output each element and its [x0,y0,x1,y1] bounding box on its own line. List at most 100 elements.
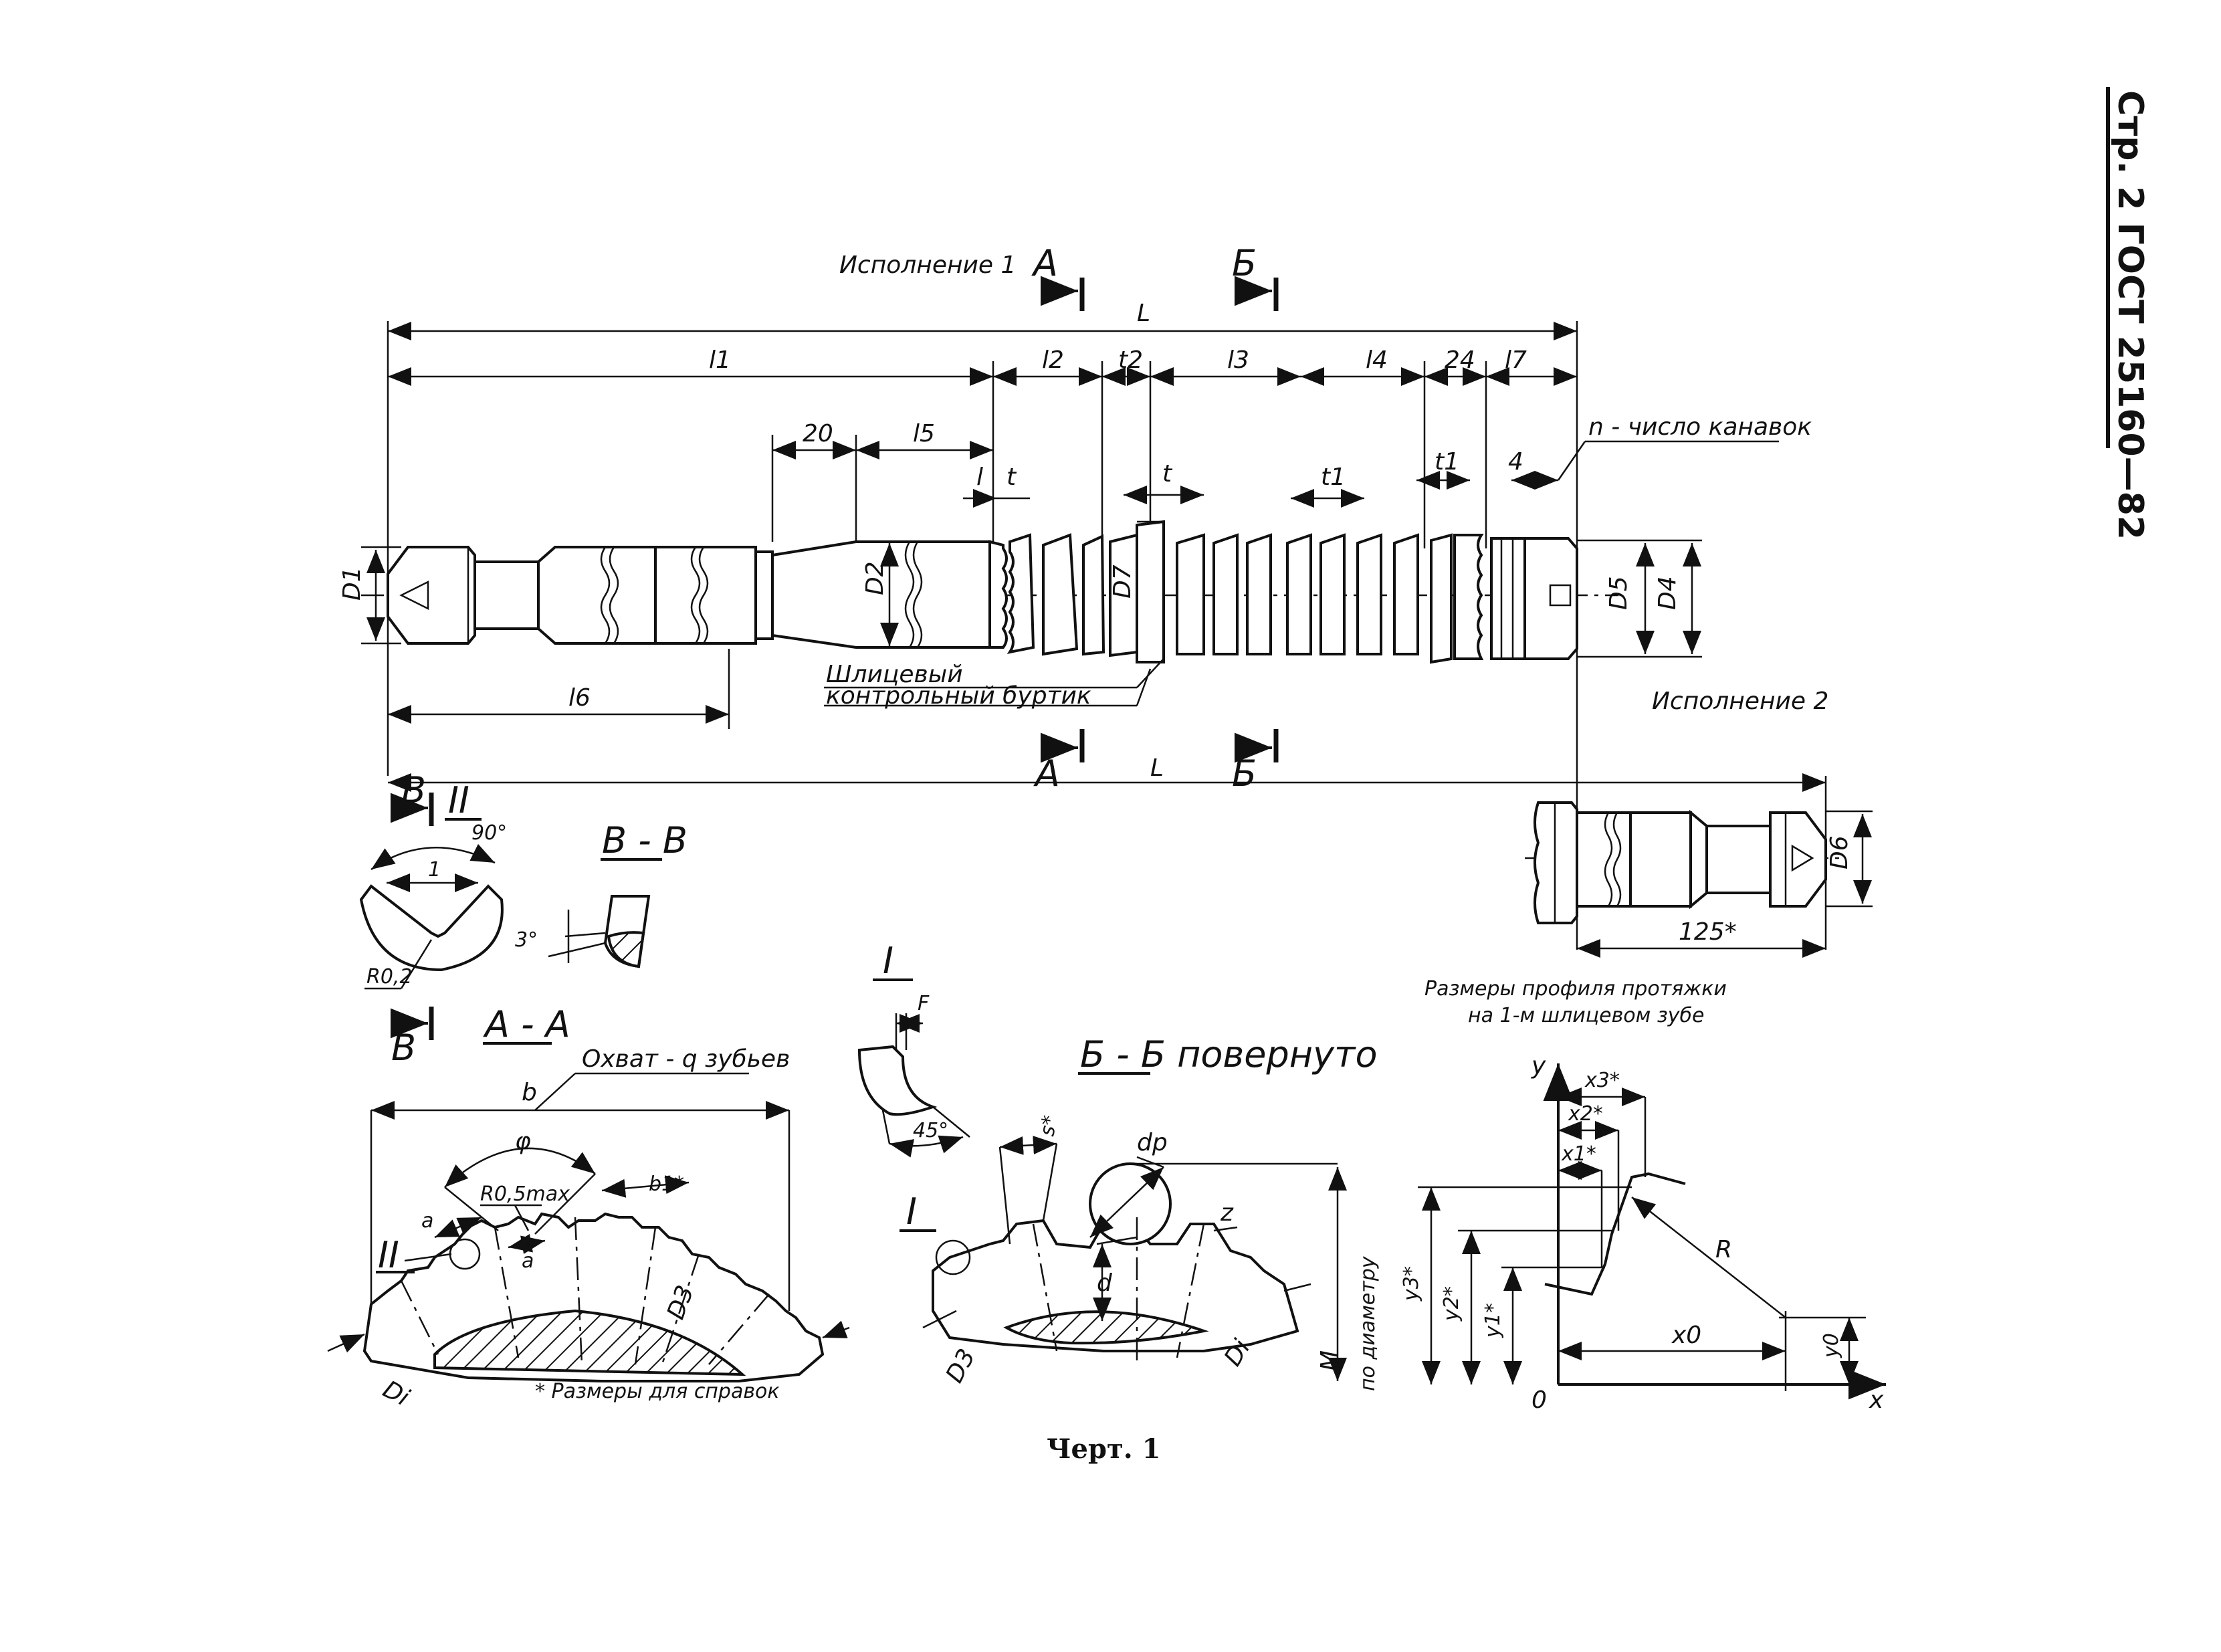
grooves-count-note: n - число канавок [1588,413,1812,441]
dim-D1-label: D1 [338,566,366,601]
section-a-letter: А [1031,242,1058,284]
section-VV-title: В - В [602,819,688,861]
figure-caption: Черт. 1 [1047,1433,1160,1465]
dim-t-label-2: t [1162,460,1173,488]
dim-24-label: 24 [1445,346,1475,374]
dim-D5-label: D5 [1605,576,1632,610]
angle-phi-label: φ [515,1128,531,1155]
coverage-note: Охват - q зубьев [582,1045,790,1073]
detail-I-ref-label: I [906,1191,917,1233]
section-a-letter-bottom: А [1033,752,1060,795]
profile-y2-label: y2* [1440,1286,1463,1322]
teeth-z-label: z [1220,1199,1234,1227]
dim-b-label: b [522,1079,537,1106]
section-VV-view: В - В 3° [515,819,688,968]
dim-l3-label: l3 [1227,346,1249,374]
dim-D2-label: D2 [861,561,889,595]
section-BB-view: Б - Б повернуто dp s* d z I D3 Di M по д… [900,1033,1380,1391]
detail-II-ref-label: II [378,1234,399,1276]
section-marker-v-top: В [391,769,434,826]
spline-collar-label-2: контрольный буртик [826,682,1091,710]
detail-I-angle: 45° [913,1119,948,1142]
dim-t2-label: t2 [1118,346,1143,374]
cutting-teeth [988,520,1578,664]
dim-L-label: L [1137,300,1150,327]
dim-t1-label-2: t1 [1435,448,1459,476]
section-v-letter: В [401,769,426,811]
profile-y1-label: y1* [1481,1303,1505,1338]
dim-M-label: M [1316,1350,1344,1371]
variant-2-label: Исполнение 2 [1652,688,1828,715]
dim-l-label: l [976,463,983,491]
broach-shank-variant-2: D6 125* [1525,801,1873,958]
profile-R-label: R [1715,1236,1732,1263]
section-marker-b-top: Б [1232,242,1279,311]
page-reference: Стр. 2 ГОСТ 25160—82 [2110,90,2150,540]
detail-II-radius: R0,2 [366,965,413,989]
section-marker-a-top: А [1031,242,1085,311]
radius-label: R0,5max [480,1182,570,1206]
dim-125-label: 125* [1679,918,1737,946]
detail-II-width: 1 [428,858,441,882]
dim-l1-label: l1 [709,346,731,374]
spline-collar-note: Шлицевый контрольный буртик [824,658,1164,710]
profile-y0-label: y0 [1820,1333,1843,1358]
dim-D6-label: D6 [1826,835,1853,869]
detail-I-label: I [883,940,893,982]
section-VV-angle: 3° [515,928,538,952]
dim-D4-label: D4 [1654,576,1681,610]
page-reference-header: Стр. 2 ГОСТ 25160—82 [2106,87,2150,540]
tooth-profile-view: Размеры профиля протяжки на 1-м шлицевом… [1400,977,1886,1414]
dim-t-label-1: t [1007,463,1017,491]
profile-x1-label: x1* [1561,1142,1596,1166]
dim-a-label-2: a [522,1249,534,1273]
origin-label: 0 [1531,1386,1547,1414]
profile-x3-label: x3* [1584,1069,1620,1092]
section-marker-a-bottom: А [1033,729,1085,795]
dim-l4-label: l4 [1366,346,1388,374]
dimension-l6: l6 [388,649,730,729]
profile-title-1: Размеры профиля протяжки [1424,977,1727,1001]
section-b-letter-bottom: Б [1232,752,1257,795]
detail-II-angle: 90° [471,821,507,845]
spline-collar-label-1: Шлицевый [826,661,963,688]
section-marker-v-bottom: В [391,1007,434,1069]
dim-l7-label: l7 [1505,346,1527,374]
dimension-chain-third-row: 20 l5 l t t t1 t1 4 n - число канавок [771,413,1812,542]
dim-F-label: F [918,992,930,1015]
by-diameter-label: по диаметру [1356,1255,1380,1391]
dim-D3-bb-label: D3 [941,1344,981,1387]
detail-II-view: В II 90° 1 R0,2 [359,769,507,990]
profile-title-2: на 1-м шлицевом зубе [1468,1004,1704,1027]
dim-D7-label: D7 [1109,564,1136,599]
dim-Di-label: Di [379,1376,414,1412]
dim-20-label: 20 [803,420,833,447]
y-axis-label: y [1531,1052,1546,1079]
section-BB-title: Б - Б повернуто [1080,1033,1378,1075]
dim-l5-label: l5 [913,420,935,447]
dim-d-label: d [1097,1269,1113,1297]
dim-dp-label: dp [1137,1129,1168,1156]
section-marker-b-bottom: Б [1232,729,1279,795]
dim-s-label: s* [1035,1114,1062,1138]
dim-L-bottom-label: L [1150,754,1164,782]
section-v-letter-bottom: В [391,1027,416,1069]
x-axis-label: x [1869,1386,1884,1414]
dim-4-label: 4 [1508,448,1523,476]
section-AA-title: А - А [483,1003,570,1045]
dim-l2-label: l2 [1042,346,1064,374]
section-AA-view: В А - А Охват - q зубьев b φ R0,5max a a… [327,1003,850,1412]
dim-t1-label-1: t1 [1321,463,1346,491]
dim-l6-label: l6 [568,684,591,712]
detail-I-view: I F 45° [857,940,970,1158]
reference-note: * Размеры для справок [535,1380,780,1403]
profile-y3-label: y3* [1400,1266,1423,1302]
variant-1-label: Исполнение 1 [839,251,1016,279]
dim-a-label-1: a [421,1209,433,1233]
broach-body-variant-1: D2 D7 [338,520,1702,664]
section-b-letter: Б [1232,242,1257,284]
profile-x2-label: x2* [1568,1102,1603,1126]
profile-x0-label: x0 [1671,1322,1701,1349]
